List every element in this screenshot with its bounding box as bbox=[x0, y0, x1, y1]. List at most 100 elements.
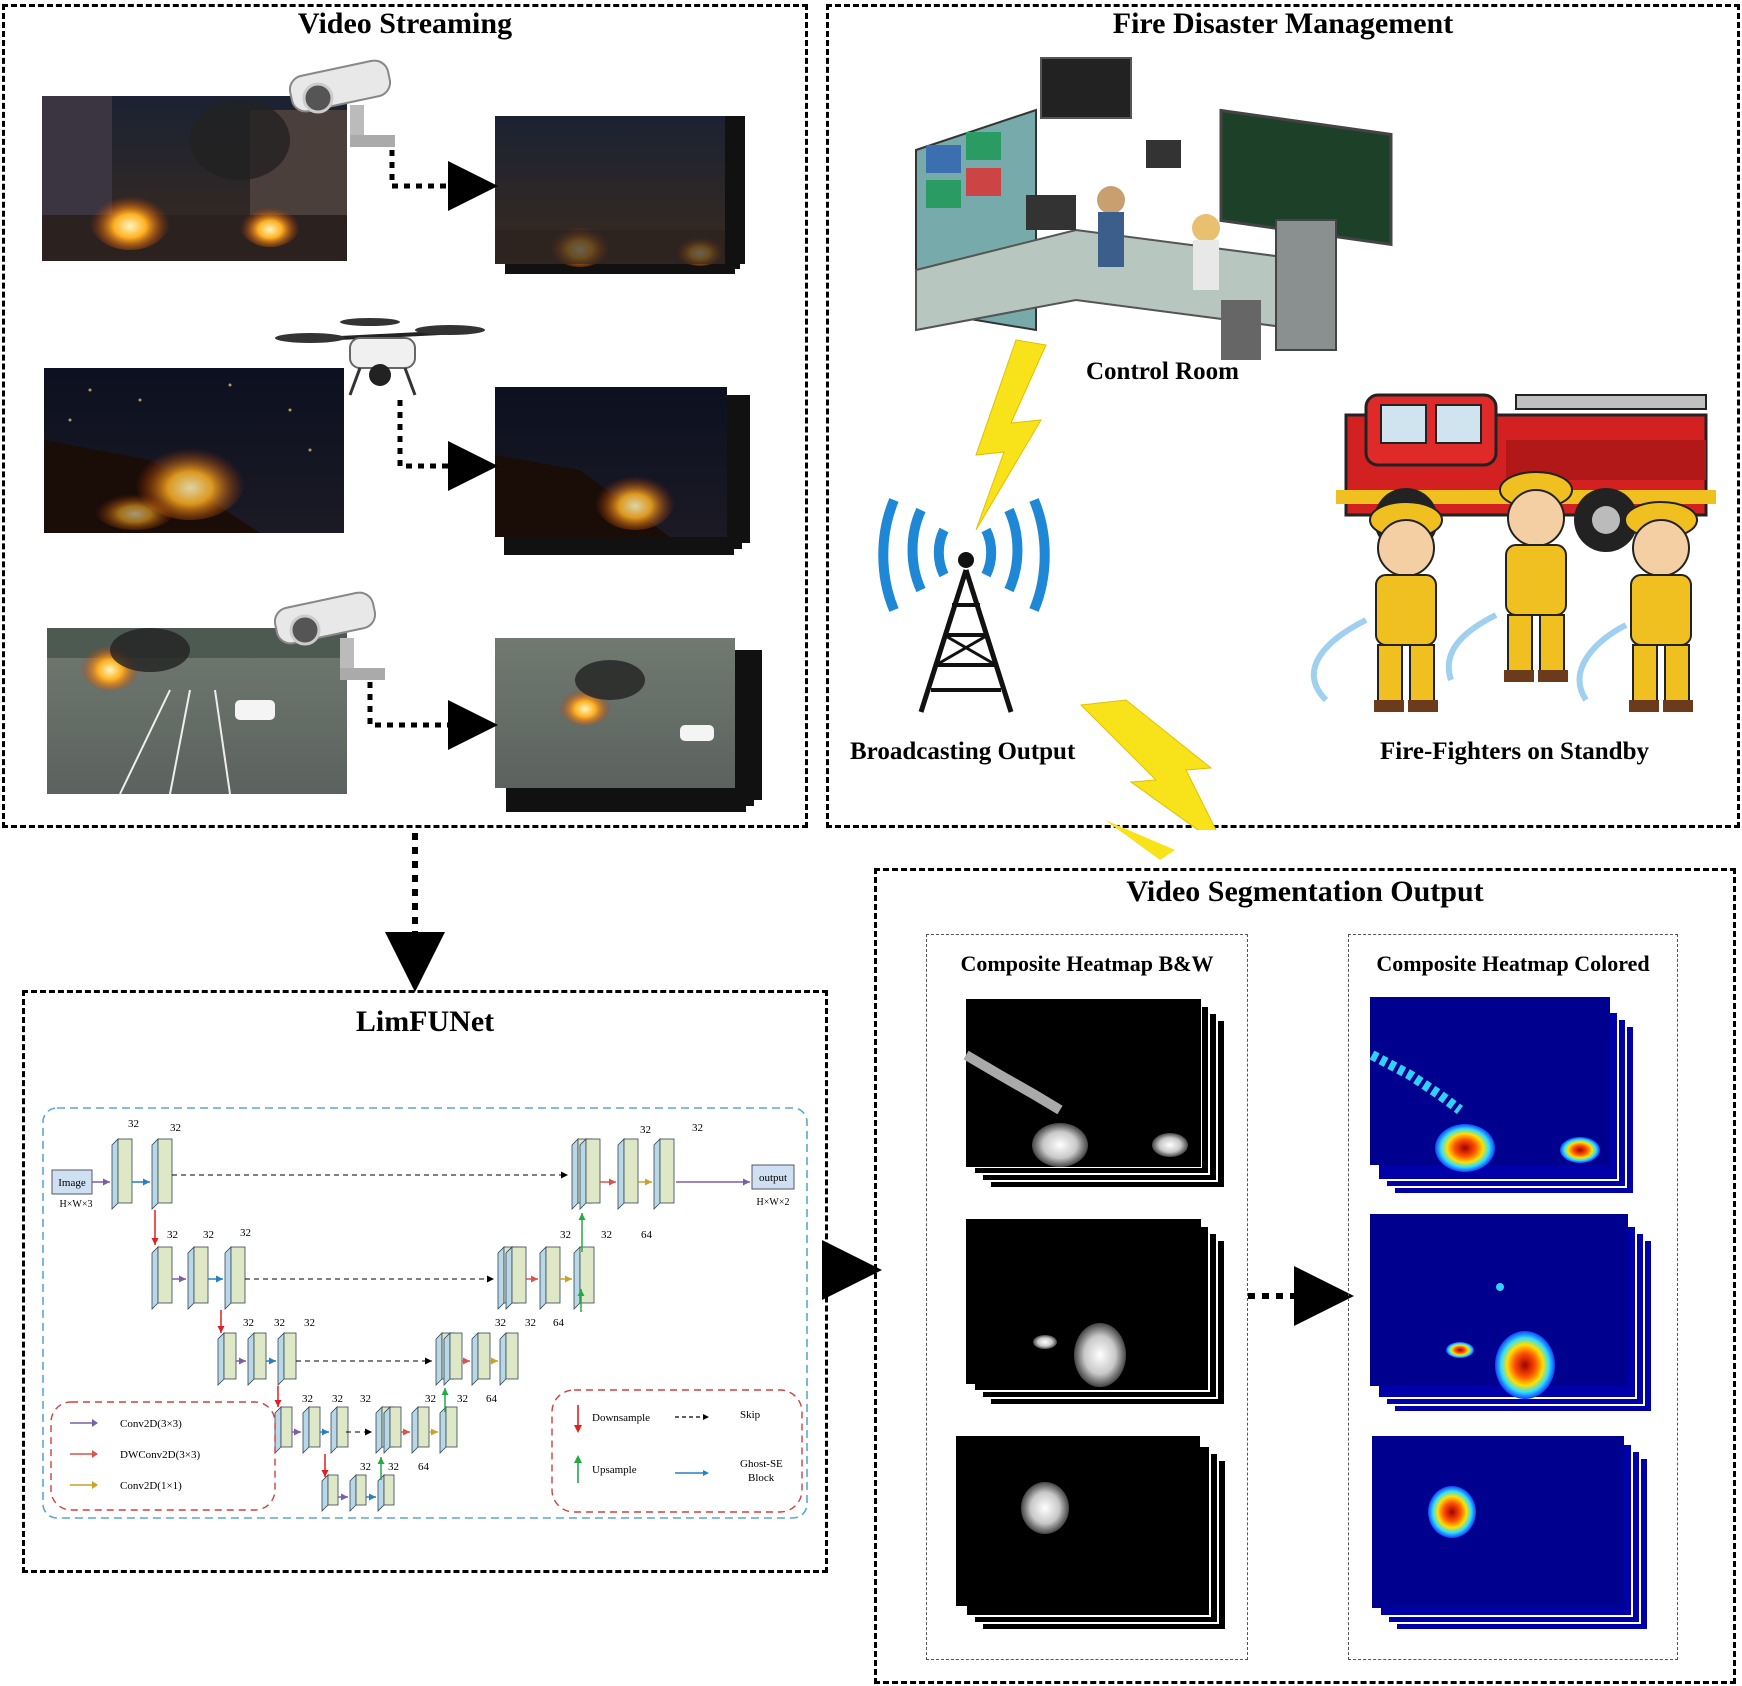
arrowhead bbox=[369, 1493, 376, 1501]
legend-ghost-se-label: Ghost-SE bbox=[740, 1458, 783, 1470]
arrowhead bbox=[217, 1326, 225, 1333]
encoder-block bbox=[151, 1138, 173, 1210]
legend-conv3-label: Conv2D(3×3) bbox=[120, 1418, 182, 1430]
hillside-fire-image bbox=[44, 368, 344, 533]
arrowhead bbox=[431, 1428, 438, 1436]
drone-icon bbox=[275, 318, 485, 396]
arrowhead bbox=[321, 1470, 329, 1477]
channel-label: 32 bbox=[425, 1393, 436, 1405]
channel-label: 32 bbox=[240, 1227, 251, 1239]
lightning-icon bbox=[975, 339, 1047, 531]
arrowhead bbox=[441, 1388, 449, 1395]
cctv-camera-icon bbox=[288, 59, 395, 147]
channel-label: 32 bbox=[128, 1118, 139, 1130]
limfunet-panel: LimFUNet bbox=[22, 990, 828, 1573]
firefighter-icon bbox=[1445, 471, 1573, 682]
legend-skip-label: Skip bbox=[740, 1409, 761, 1421]
arrowhead bbox=[239, 1357, 246, 1365]
arrowhead bbox=[463, 1357, 470, 1365]
input-dims-label: H×W×3 bbox=[60, 1199, 93, 1210]
encoder-block bbox=[277, 1332, 297, 1386]
arrowhead bbox=[487, 1275, 494, 1283]
decoder-block bbox=[471, 1332, 491, 1386]
bw-heatmap-frame-1 bbox=[963, 998, 1226, 1189]
channel-label: 64 bbox=[553, 1317, 565, 1329]
arrowhead bbox=[609, 1178, 616, 1186]
decoder-block bbox=[579, 1138, 601, 1210]
fire-management-panel: Fire Disaster Management bbox=[826, 4, 1740, 828]
video-streaming-art bbox=[42, 59, 762, 812]
lightning-icon bbox=[1079, 699, 1217, 830]
bw-heatmap-title: Composite Heatmap B&W bbox=[960, 951, 1214, 976]
cctv-camera-icon bbox=[273, 591, 385, 680]
channel-label: 32 bbox=[170, 1122, 181, 1134]
channel-label: 32 bbox=[304, 1317, 315, 1329]
bw-heatmap-frame-3 bbox=[956, 1436, 1227, 1631]
channel-label: 64 bbox=[418, 1461, 430, 1473]
channel-label: 64 bbox=[641, 1229, 653, 1241]
bottleneck-block bbox=[377, 1474, 395, 1512]
channel-label: 32 bbox=[167, 1229, 178, 1241]
decoder-block bbox=[653, 1138, 675, 1210]
channel-label: 32 bbox=[495, 1317, 506, 1329]
arrowhead bbox=[216, 1275, 223, 1283]
segmentation-panel: Video Segmentation Output bbox=[874, 868, 1736, 1684]
arrowhead bbox=[365, 1428, 372, 1436]
channel-label: 32 bbox=[243, 1317, 254, 1329]
arrowhead bbox=[531, 1275, 538, 1283]
arrowhead bbox=[143, 1178, 150, 1186]
street-fire-frames bbox=[495, 116, 745, 274]
input-image-box bbox=[51, 1169, 93, 1195]
street-fire-image bbox=[42, 96, 347, 261]
legend-upsample-label: Upsample bbox=[592, 1464, 637, 1476]
encoder-block bbox=[330, 1406, 349, 1454]
color-heatmap-subpanel: Composite Heatmap Colored bbox=[1348, 934, 1678, 1660]
arrowhead bbox=[179, 1275, 186, 1283]
broadcasting-output-label: Broadcasting Output bbox=[850, 738, 1076, 765]
fire-management-art bbox=[878, 57, 1716, 830]
encoder-block bbox=[224, 1246, 246, 1310]
arrowhead bbox=[645, 1178, 652, 1186]
decoder-block bbox=[443, 1332, 463, 1386]
encoder-block bbox=[217, 1332, 237, 1386]
arrowhead bbox=[151, 1238, 159, 1245]
encoder-block bbox=[302, 1406, 321, 1454]
arrowhead bbox=[743, 1178, 750, 1186]
encoder-block bbox=[187, 1246, 209, 1310]
segmentation-title: Video Segmentation Output bbox=[1126, 875, 1484, 908]
encoder-block bbox=[151, 1246, 173, 1310]
decoder-block bbox=[383, 1406, 402, 1454]
channel-label: 32 bbox=[332, 1393, 343, 1405]
arrowhead bbox=[578, 1213, 586, 1220]
legend-conv1-label: Conv2D(1×1) bbox=[120, 1480, 182, 1492]
arrowhead bbox=[565, 1275, 572, 1283]
bw-heatmap-subpanel: Composite Heatmap B&W bbox=[926, 934, 1248, 1660]
control-room-label: Control Room bbox=[1086, 358, 1240, 385]
channel-label: 32 bbox=[302, 1393, 313, 1405]
firefighter-icon bbox=[1576, 501, 1698, 712]
channel-label: 32 bbox=[360, 1393, 371, 1405]
arrowhead bbox=[322, 1428, 329, 1436]
decoder-block bbox=[505, 1246, 527, 1310]
channel-label: 32 bbox=[360, 1461, 371, 1473]
decoder-block bbox=[439, 1406, 458, 1454]
legend-downsample-label: Downsample bbox=[592, 1412, 650, 1424]
channel-label: 32 bbox=[525, 1317, 536, 1329]
firefighter-icon bbox=[1310, 501, 1443, 712]
legend-dwconv-label: DWConv2D(3×3) bbox=[120, 1449, 200, 1461]
radio-tower-icon bbox=[878, 498, 1050, 713]
encoder-block bbox=[111, 1138, 133, 1210]
channel-label: 32 bbox=[457, 1393, 468, 1405]
color-heatmap-frame-1 bbox=[1369, 997, 1635, 1195]
lightning-overlap bbox=[1105, 820, 1175, 860]
arrowhead bbox=[341, 1493, 348, 1501]
arrowhead bbox=[274, 1400, 282, 1407]
channel-label: 64 bbox=[486, 1393, 498, 1405]
channel-label: 32 bbox=[692, 1122, 703, 1134]
video-streaming-panel: Video Streaming bbox=[2, 4, 808, 828]
arrowhead bbox=[425, 1357, 432, 1365]
color-heatmap-frame-2 bbox=[1370, 1214, 1653, 1413]
legend-ghost-se-label-2: Block bbox=[748, 1472, 775, 1484]
